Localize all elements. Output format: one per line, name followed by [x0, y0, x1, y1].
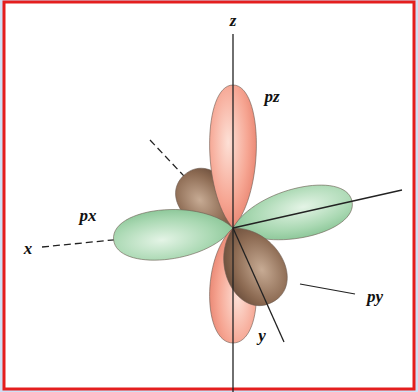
z-axis	[232, 34, 233, 392]
leader-line	[300, 284, 355, 294]
axis-label: y	[258, 327, 266, 344]
axis-label: py	[367, 288, 383, 305]
axis-label: z	[230, 12, 237, 29]
orbital-lobes	[111, 85, 357, 343]
x-axis-front	[233, 190, 402, 228]
py-front-lobe	[207, 214, 298, 316]
y-axis-front	[233, 228, 284, 342]
axis-label: px	[80, 207, 97, 224]
axis-label: x	[24, 240, 33, 257]
axis-label: pz	[264, 88, 279, 105]
frame	[4, 2, 414, 389]
